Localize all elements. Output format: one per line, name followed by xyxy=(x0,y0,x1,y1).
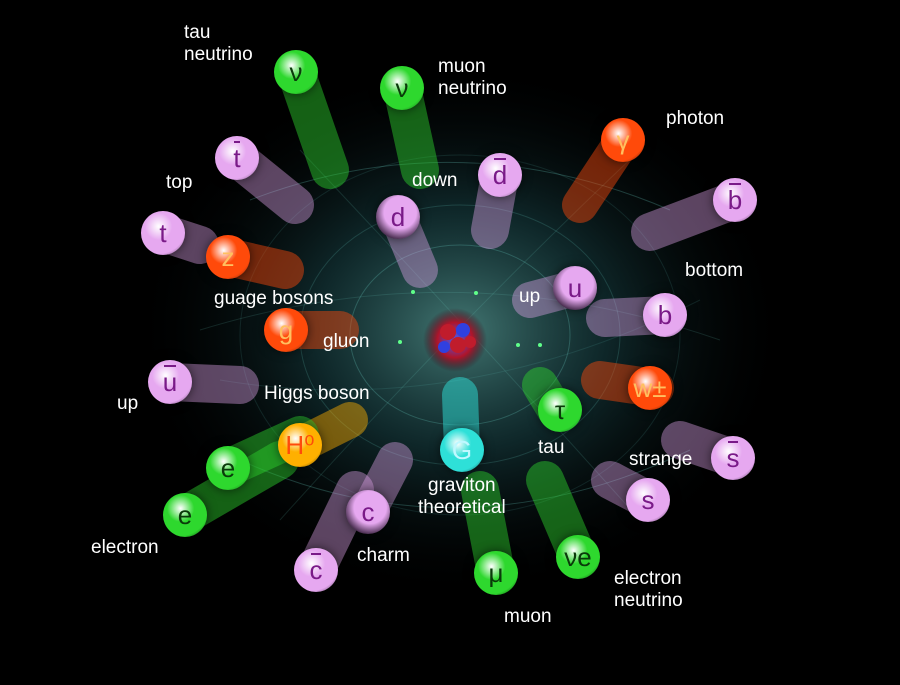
label-up-right: up xyxy=(519,286,541,307)
tau-symbol: τ xyxy=(554,395,566,425)
label-muon-neutrino: muon neutrino xyxy=(438,56,507,99)
muon-neutrino-particle: ν xyxy=(380,66,424,110)
top-symbol: t xyxy=(159,218,167,248)
label-charm: charm xyxy=(357,545,410,566)
label-up-left: up xyxy=(117,393,139,414)
up-quark-right: u xyxy=(553,266,597,310)
label-top: top xyxy=(166,172,193,193)
anti-down-symbol: d xyxy=(492,158,508,190)
label-gluon: gluon xyxy=(323,331,370,352)
gluon-particle: g xyxy=(264,308,308,352)
label-tau-neutrino: tau neutrino xyxy=(184,22,253,65)
label-bottom: bottom xyxy=(685,260,744,281)
photon-particle: γ xyxy=(601,118,645,162)
graviton-particle: G xyxy=(440,428,484,472)
electron-upper-symbol: e xyxy=(220,453,236,483)
z-boson-symbol: z xyxy=(221,242,235,272)
tau-particle: τ xyxy=(538,388,582,432)
bottom-quark: b xyxy=(643,293,687,337)
label-higgs-boson: Higgs boson xyxy=(264,383,370,404)
muon-particle: μ xyxy=(474,551,518,595)
anti-top-symbol: t xyxy=(233,141,241,173)
higgs-boson-particle: H⁰ xyxy=(278,423,322,467)
label-down: down xyxy=(412,170,458,191)
charm-quark: c xyxy=(346,490,390,534)
label-electron: electron xyxy=(91,537,159,558)
anti-top-quark: t xyxy=(215,136,259,180)
down-quark: d xyxy=(376,195,420,239)
electron-symbol: e xyxy=(177,500,193,530)
anti-strange-symbol: s xyxy=(726,441,740,473)
up-right-symbol: u xyxy=(567,273,583,303)
anti-bottom-symbol: b xyxy=(727,183,743,215)
down-symbol: d xyxy=(390,202,406,232)
tau-neutrino-particle: ν xyxy=(274,50,318,94)
anti-up-quark: u xyxy=(148,360,192,404)
charm-symbol: c xyxy=(361,497,375,527)
label-electron-neutrino: electron neutrino xyxy=(614,568,683,611)
anti-charm-symbol: c xyxy=(309,553,323,585)
gluon-symbol: g xyxy=(278,315,294,345)
muon-symbol: μ xyxy=(488,558,504,588)
tau-neutrino-symbol: ν xyxy=(289,57,303,87)
electron-particle: e xyxy=(163,493,207,537)
central-core xyxy=(423,308,487,372)
w-boson-symbol: w± xyxy=(633,373,667,403)
graviton-symbol: G xyxy=(451,435,473,465)
z-boson-particle: z xyxy=(206,235,250,279)
label-graviton: graviton theoretical xyxy=(418,475,506,518)
electron-particle-upper: e xyxy=(206,446,250,490)
strange-symbol: s xyxy=(641,485,655,515)
strange-quark: s xyxy=(626,478,670,522)
w-boson-particle: w± xyxy=(628,366,672,410)
anti-charm-quark: c xyxy=(294,548,338,592)
anti-up-symbol: u xyxy=(162,365,178,397)
electron-neutrino-particle: νe xyxy=(556,535,600,579)
anti-bottom-quark: b xyxy=(713,178,757,222)
top-quark: t xyxy=(141,211,185,255)
higgs-symbol: H⁰ xyxy=(285,430,315,460)
label-strange: strange xyxy=(629,449,693,470)
electron-neutrino-symbol: νe xyxy=(564,542,592,572)
sparkle-dots xyxy=(398,290,542,347)
photon-symbol: γ xyxy=(616,125,630,155)
anti-strange-quark: s xyxy=(711,436,755,480)
anti-down-quark: d xyxy=(478,153,522,197)
label-gauge-bosons: guage bosons xyxy=(214,288,334,309)
label-muon: muon xyxy=(504,606,552,627)
label-photon: photon xyxy=(666,108,725,129)
bottom-symbol: b xyxy=(657,300,673,330)
label-tau: tau xyxy=(538,437,565,458)
muon-neutrino-symbol: ν xyxy=(395,73,409,103)
